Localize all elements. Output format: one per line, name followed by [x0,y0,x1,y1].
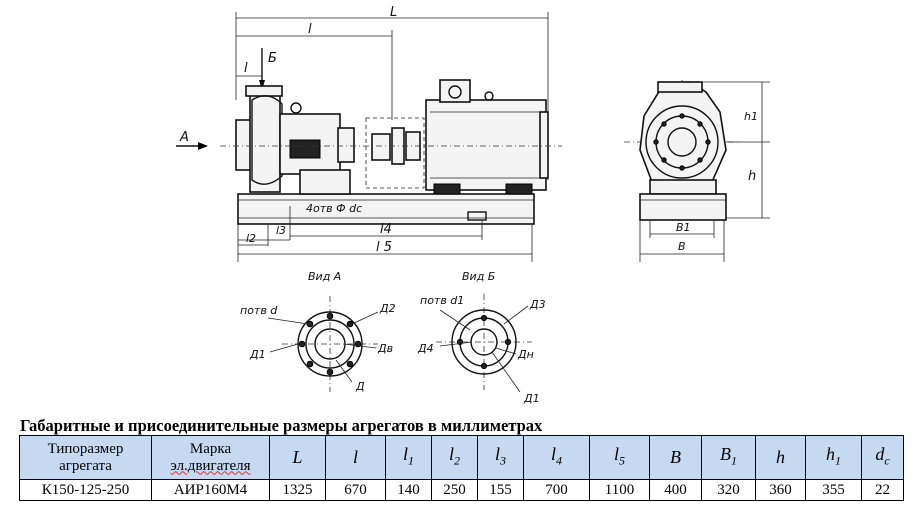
table-caption: Габаритные и присоединительные размеры а… [20,416,543,435]
dim-l5-label: l 5 [376,240,392,255]
view-a-D2-label: Д2 [379,302,396,315]
cell-B: 400 [649,479,702,501]
cell-dc: 22 [861,479,904,501]
header-l4: l4 [523,435,590,480]
header-B: B [649,435,702,480]
header-h1: h1 [805,435,862,480]
dim-l4-label: l4 [380,222,392,237]
header-dc: dc [861,435,904,480]
view-b: Вид Б потв d1 Д3 Д4 Дн Д1 [417,270,546,405]
cell-l4: 700 [523,479,590,501]
header-l5: l5 [589,435,650,480]
cell-motor: АИР160М4 [151,479,270,501]
cell-l2: 250 [431,479,478,501]
cell-h1: 355 [805,479,862,501]
dim-l3-label: l3 [276,224,286,237]
view-a-D-label: Д [355,380,365,393]
view-a-Dv-label: Дв [377,342,393,355]
view-b-D1-label: Д1 [523,392,540,405]
cell-L: 1325 [269,479,326,501]
cell-l5: 1100 [589,479,650,501]
cell-B1: 320 [701,479,756,501]
dim-B-label: B [678,240,686,253]
view-a: Вид А потв d Д1 Д2 Дв Д [240,270,396,393]
view-a-title: Вид А [308,270,341,283]
header-l3: l3 [477,435,524,480]
view-b-D4-label: Д4 [417,342,434,355]
header-l1: l1 [385,435,432,480]
header-B1: B1 [701,435,756,480]
cell-l3: 155 [477,479,524,501]
dim-l2-label: l2 [246,232,256,245]
dim-L-label: L [390,5,397,20]
view-b-marker: Б [268,51,277,66]
dim-h-label: h [748,169,756,184]
header-L: L [269,435,326,480]
front-view: h1 h B1 B [624,80,770,262]
header-h: h [755,435,806,480]
view-b-Dn-label: Дн [517,348,534,361]
view-a-D1-label: Д1 [249,348,266,361]
cell-type: К150-125-250 [19,479,152,501]
holes-label: 4отв Ф dc [306,202,362,215]
view-a-holes-label: потв d [240,304,278,317]
dim-l-label: l [308,22,312,37]
side-view: L l l Б A 4отв Ф dc [176,5,562,262]
view-b-holes-label: потв d1 [420,294,464,307]
technical-drawing: L l l Б A 4отв Ф dc [176,5,770,405]
view-b-D3-label: Д3 [529,298,546,311]
cell-h: 360 [755,479,806,501]
header-l: l [325,435,386,480]
cell-l1: 140 [385,479,432,501]
view-b-title: Вид Б [462,270,495,283]
dim-B1-label: B1 [676,221,691,234]
cell-l: 670 [325,479,386,501]
dim-h1-label: h1 [744,110,758,123]
table-row: К150-125-250 АИР160М4 1325 670 140 250 1… [19,479,904,501]
view-a-marker: A [179,130,189,145]
header-l2: l2 [431,435,478,480]
dim-l1-label: l [244,61,248,76]
